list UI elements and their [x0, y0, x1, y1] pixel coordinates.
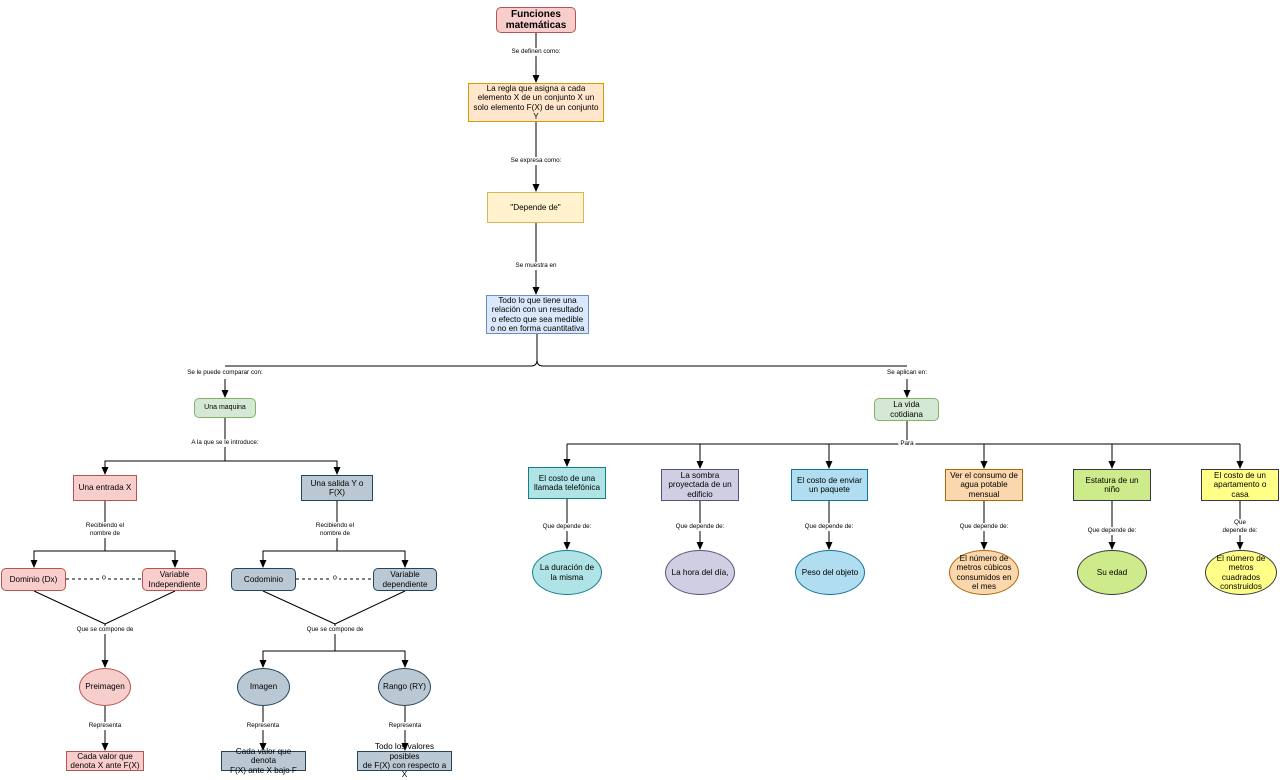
independent-node[interactable]: Variable Independiente: [142, 568, 207, 591]
domain-node[interactable]: Dominio (Dx): [1, 568, 66, 591]
edge-label-or-right: o: [331, 574, 339, 584]
example-water-node[interactable]: Ver el consumo de agua potable mensual: [945, 469, 1023, 501]
edge-label-represents-image: Representa: [244, 722, 282, 730]
image-desc-node[interactable]: Cada valor que denota F(X) ante X bajo F: [221, 747, 306, 775]
depends-node[interactable]: "Depende de": [487, 192, 584, 223]
depends-age-node[interactable]: Su edad: [1077, 550, 1147, 595]
edge-label-applied: Se aplican en:: [885, 369, 929, 377]
edge-label-receiving-right: Recibiendo el nombre de: [313, 522, 357, 538]
title-node[interactable]: Funciones matemáticas: [496, 7, 576, 33]
range-node[interactable]: Rango (RY): [378, 668, 431, 706]
preimage-desc-node[interactable]: Cada valor que denota X ante F(X): [66, 751, 144, 771]
edge-label-depends-on-6: Que depende de:: [1220, 519, 1260, 535]
example-shadow-node[interactable]: La sombra proyectada de un edificio: [661, 469, 739, 501]
edge-label-shown-in: Se muestra en: [513, 262, 559, 270]
edge-label-depends-on-2: Que depende de:: [673, 523, 727, 531]
dependent-node[interactable]: Variable dependiente: [373, 568, 437, 591]
edge-label-defined-as: Se definen como:: [509, 48, 563, 56]
edge-label-depends-on-3: Que depende de:: [802, 523, 856, 531]
edge-label-introduced: A la que se le introduce:: [189, 439, 261, 447]
range-desc-node[interactable]: Todo los valores posibles de F(X) con re…: [357, 742, 452, 779]
machine-node[interactable]: Una maquina: [194, 398, 256, 418]
edge-label-or-left: o: [100, 574, 108, 584]
example-package-node[interactable]: El costo de enviar un paquete: [791, 469, 868, 501]
edge-label-represents-preimage: Representa: [86, 722, 124, 730]
edge-label-para: Para: [898, 440, 916, 448]
codomain-node[interactable]: Codominio: [231, 568, 296, 591]
preimage-node[interactable]: Preimagen: [79, 668, 131, 706]
edge-label-compare: Se le puede comparar con:: [185, 369, 265, 377]
edge-label-depends-on-1: Que depende de:: [540, 523, 594, 531]
image-node[interactable]: Imagen: [237, 668, 290, 706]
edge-label-depends-on-4: Que depende de:: [957, 523, 1011, 531]
edge-label-depends-on-5: Que depende de:: [1085, 527, 1139, 535]
depends-cubic-meters-node[interactable]: El número de metros cúbicos consumidos e…: [949, 550, 1019, 595]
edge-label-expressed-as: Se expresa como:: [508, 157, 564, 165]
edge-label-represents-range: Representa: [386, 722, 424, 730]
depends-time-node[interactable]: La hora del día,: [665, 550, 735, 595]
depends-square-meters-node[interactable]: El número de metros cuadrados construido…: [1205, 550, 1277, 595]
depends-duration-node[interactable]: La duración de la misma: [532, 550, 602, 595]
example-phone-call-node[interactable]: El costo de una llamada telefónica: [528, 467, 606, 499]
depends-weight-node[interactable]: Peso del objeto: [795, 550, 865, 595]
edge-label-composed-left: Que se compone de: [74, 626, 136, 634]
output-y-node[interactable]: Una salida Y o F(X): [301, 475, 373, 501]
edge-label-receiving-left: Recibiendo el nombre de: [83, 522, 127, 538]
example-apartment-node[interactable]: El costo de un apartamento o casa: [1201, 469, 1279, 501]
edge-label-composed-right: Que se compone de: [304, 626, 366, 634]
example-height-node[interactable]: Estatura de un niño: [1073, 469, 1151, 501]
definition-node[interactable]: La regla que asigna a cada elemento X de…: [468, 83, 604, 122]
input-x-node[interactable]: Una entrada X: [73, 475, 137, 501]
relation-node[interactable]: Todo lo que tiene una relación con un re…: [486, 295, 589, 334]
daily-life-node[interactable]: La vida cotidiana: [874, 398, 939, 421]
